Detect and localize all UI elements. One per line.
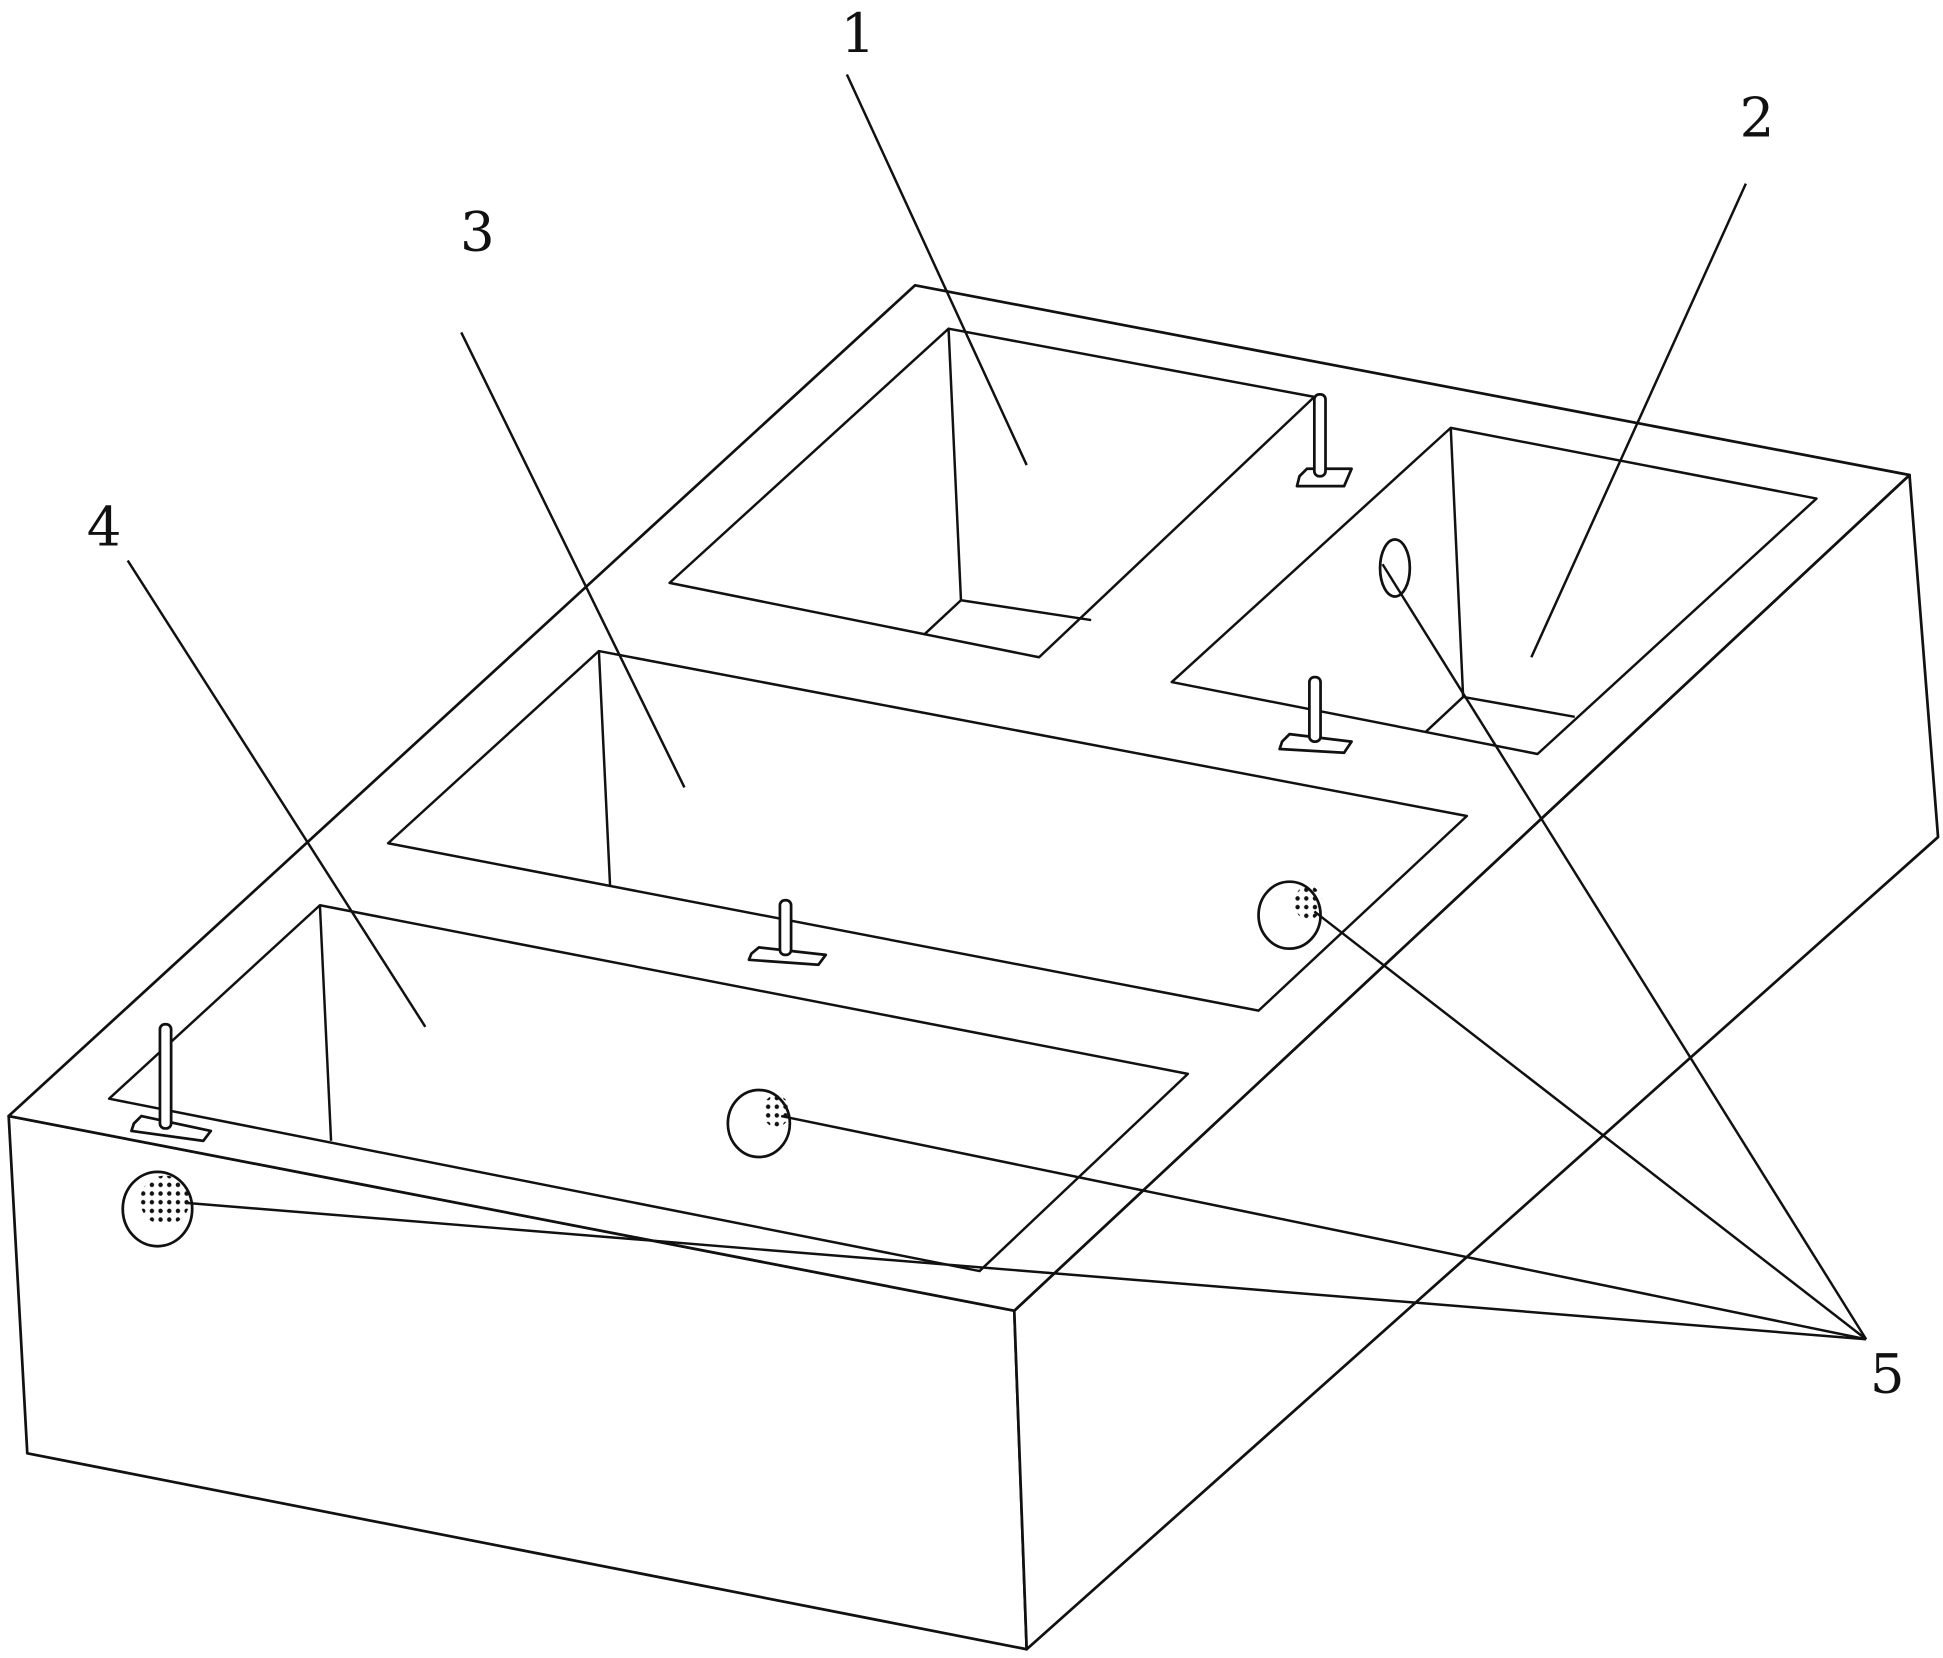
labels: 1 2 3 4 5 <box>87 1 1905 1405</box>
label-2: 2 <box>1740 85 1775 149</box>
pin <box>747 898 828 967</box>
compartment-4 <box>107 904 1190 1273</box>
pin <box>1295 393 1353 488</box>
compartment-3 <box>386 649 1469 1012</box>
box-body <box>7 283 1940 1651</box>
label-4: 4 <box>87 495 122 559</box>
compartment-2 <box>1170 426 1818 756</box>
pins <box>130 393 1353 1143</box>
label-5: 5 <box>1870 1342 1905 1406</box>
pin <box>130 1022 213 1143</box>
hole-texture <box>140 1175 190 1226</box>
hole <box>1378 538 1412 598</box>
pin <box>1278 675 1353 755</box>
leader-lines <box>126 73 1868 1341</box>
top-face <box>7 283 1911 1313</box>
label-3: 3 <box>460 200 495 264</box>
hole-texture <box>762 1094 790 1128</box>
label-1: 1 <box>841 1 876 65</box>
